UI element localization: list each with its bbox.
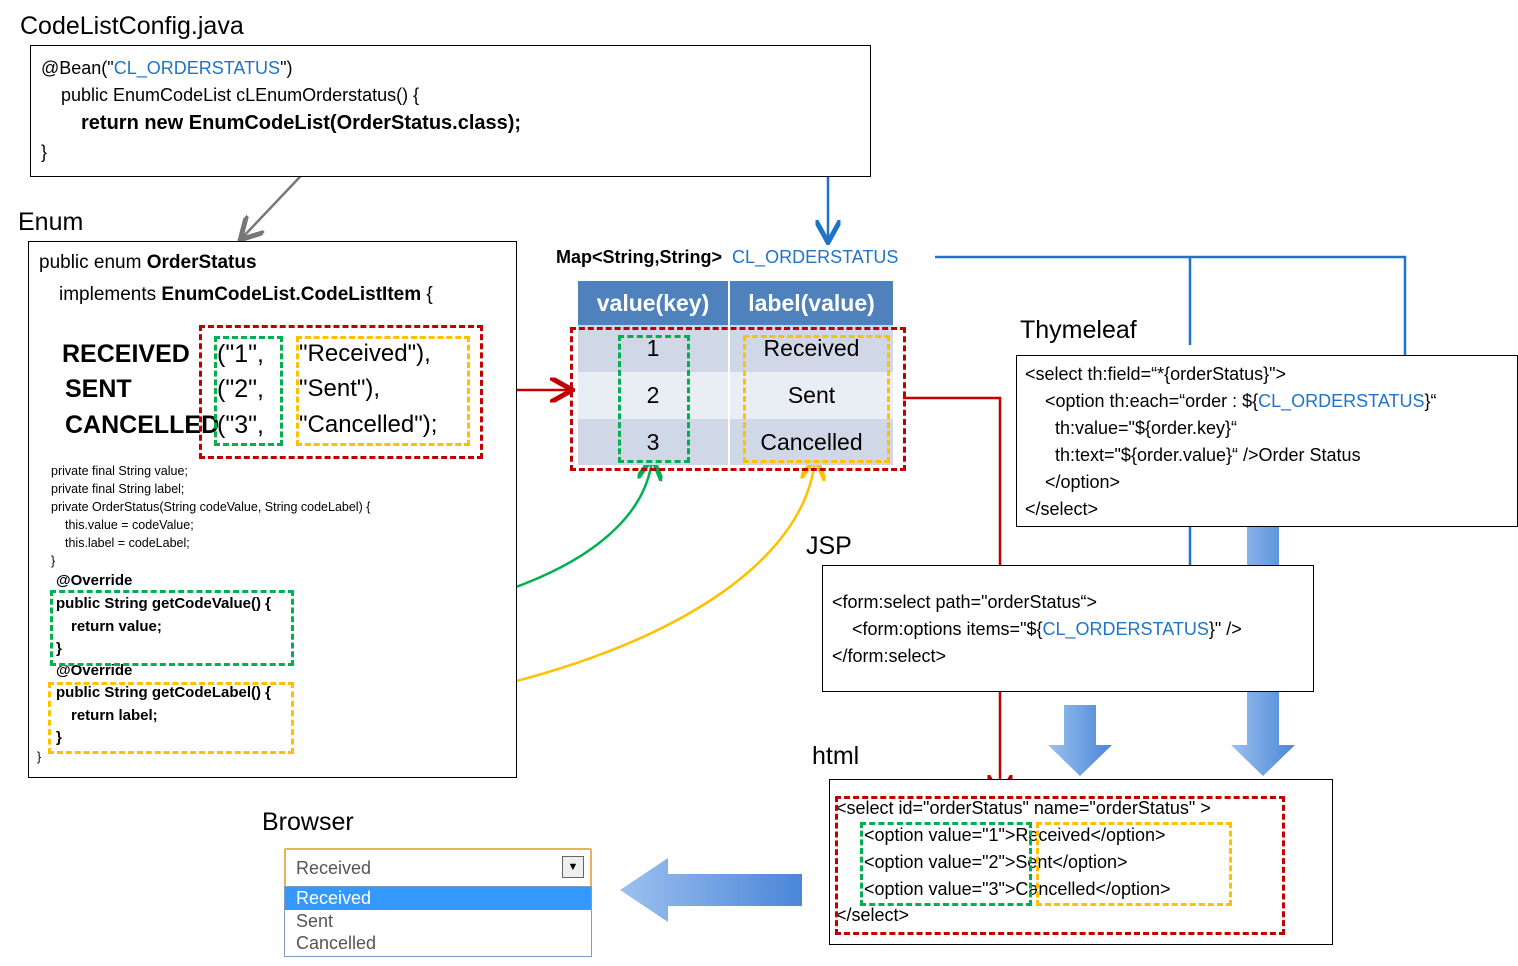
code-line: <option th:each=“order : ${CL_ORDERSTATU… bbox=[1045, 391, 1437, 411]
enum-value: ("1", bbox=[217, 340, 264, 368]
bean-annotation: @Bean("CL_ORDERSTATUS") bbox=[41, 58, 293, 78]
thymeleaf-box: <select th:field=“*{orderStatus}"> <opti… bbox=[1016, 355, 1518, 527]
code-line: <form:options items="${CL_ORDERSTATUS}" … bbox=[852, 619, 1242, 639]
selected-value: Received bbox=[296, 858, 372, 878]
browser-title: Browser bbox=[262, 808, 354, 836]
code-line: </select> bbox=[836, 905, 910, 925]
map-rows-highlight bbox=[570, 327, 906, 471]
override-annotation: @Override bbox=[56, 572, 133, 589]
header-value: label(value) bbox=[748, 289, 875, 316]
enum-constant: SENT bbox=[65, 375, 132, 403]
option-cancelled[interactable]: Cancelled bbox=[296, 933, 377, 953]
header-key: value(key) bbox=[578, 281, 730, 325]
field-line: private final String value; bbox=[51, 464, 188, 478]
html-title: html bbox=[812, 742, 860, 770]
code-line: th:value="${order.key}“ bbox=[1055, 418, 1238, 438]
enum-args-highlight bbox=[199, 325, 483, 459]
enum-label: "Sent"), bbox=[299, 375, 381, 402]
code-line: </form:select> bbox=[832, 646, 947, 666]
enum-decl: public enum OrderStatus bbox=[39, 252, 257, 273]
getvalue-line: public String getCodeValue() { bbox=[56, 595, 272, 612]
code-line: <option value="1">Received</option> bbox=[864, 825, 1166, 845]
map-labels-highlight bbox=[743, 335, 890, 463]
config-line: public EnumCodeList cLEnumOrderstatus() … bbox=[61, 85, 420, 105]
html-to-browser-arrow bbox=[620, 858, 802, 922]
jsp-box: <form:select path="orderStatus“> <form:o… bbox=[822, 565, 1314, 692]
html-values-highlight bbox=[860, 822, 1032, 906]
html-box: <select id="orderStatus" name="orderStat… bbox=[829, 779, 1333, 945]
getlabel-line: public String getCodeLabel() { bbox=[56, 684, 272, 701]
enum-values-highlight bbox=[214, 336, 283, 446]
browser-options-list: Received Sent Cancelled bbox=[284, 886, 592, 957]
enum-value: ("2", bbox=[217, 375, 264, 403]
getlabel-line: return label; bbox=[71, 707, 158, 724]
map-keys-highlight bbox=[618, 335, 690, 463]
enum-labels-highlight bbox=[296, 336, 470, 446]
enum-close: } bbox=[37, 750, 42, 764]
dropdown-arrow-icon[interactable]: ▼ bbox=[562, 856, 584, 878]
jsp-title: JSP bbox=[806, 532, 852, 560]
getlabel-highlight bbox=[48, 682, 294, 754]
config-line: return new EnumCodeList(OrderStatus.clas… bbox=[81, 112, 522, 134]
getvalue-line: } bbox=[56, 640, 62, 657]
enum-label: "Received"), bbox=[299, 340, 431, 367]
option-received[interactable]: Received bbox=[285, 887, 591, 910]
code-line: <form:select path="orderStatus“> bbox=[832, 592, 1098, 612]
code-line: th:text="${order.value}“ />Order Status bbox=[1055, 445, 1361, 465]
browser-select[interactable]: Received ▼ bbox=[284, 848, 592, 888]
config-title: CodeListConfig.java bbox=[20, 12, 244, 40]
code-line: <select th:field=“*{orderStatus}"> bbox=[1025, 364, 1287, 384]
html-labels-highlight bbox=[1036, 822, 1232, 906]
config-box: @Bean("CL_ORDERSTATUS") public EnumCodeL… bbox=[30, 45, 871, 177]
code-line: </select> bbox=[1025, 499, 1099, 519]
map-declaration: Map<String,String> CL_ORDERSTATUS bbox=[556, 247, 899, 267]
enum-constant: CANCELLED bbox=[65, 411, 220, 439]
getvalue-highlight bbox=[50, 590, 294, 666]
code-line: <option value="3">Cancelled</option> bbox=[864, 879, 1171, 899]
jsp-down-arrow bbox=[1048, 705, 1112, 776]
field-line: this.value = codeValue; bbox=[65, 518, 194, 532]
enum-box: public enum OrderStatus implements EnumC… bbox=[28, 241, 517, 778]
code-line: </option> bbox=[1045, 472, 1121, 492]
code-line: <option value="2">Sent</option> bbox=[864, 852, 1128, 872]
field-line: } bbox=[51, 554, 56, 568]
code-line: <select id="orderStatus" name="orderStat… bbox=[836, 798, 1211, 818]
enum-label: "Cancelled"); bbox=[299, 411, 438, 438]
getlabel-line: } bbox=[56, 729, 62, 746]
enum-value: ("3", bbox=[217, 411, 264, 439]
enum-constant: RECEIVED bbox=[62, 340, 190, 368]
field-line: this.label = codeLabel; bbox=[65, 536, 190, 550]
getvalue-line: return value; bbox=[71, 618, 162, 635]
option-sent[interactable]: Sent bbox=[296, 911, 334, 931]
override-annotation: @Override bbox=[56, 662, 133, 679]
enum-title: Enum bbox=[18, 208, 84, 236]
field-line: private final String label; bbox=[51, 482, 185, 496]
thymeleaf-title: Thymeleaf bbox=[1020, 316, 1137, 344]
config-line: } bbox=[41, 142, 48, 162]
enum-implements: implements EnumCodeList.CodeListItem { bbox=[59, 284, 433, 305]
field-line: private OrderStatus(String codeValue, St… bbox=[51, 500, 371, 514]
html-select-highlight bbox=[835, 796, 1285, 935]
